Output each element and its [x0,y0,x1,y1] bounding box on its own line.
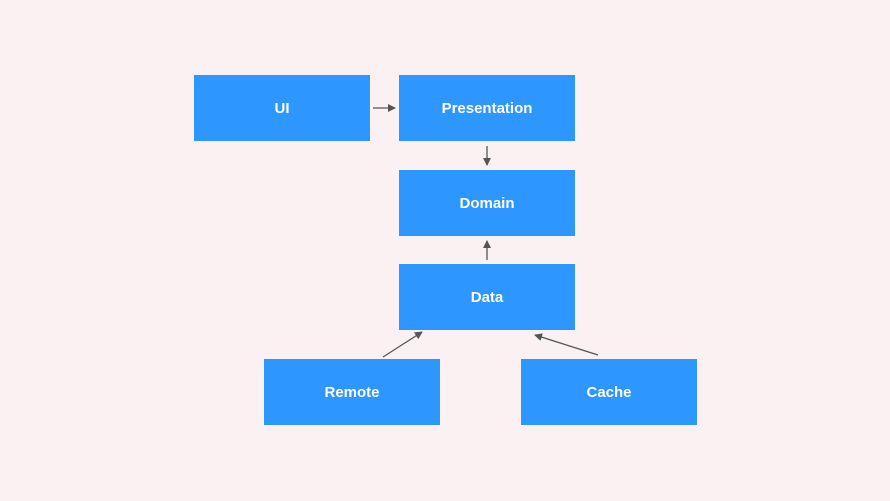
node-ui: UI [194,75,370,141]
node-data: Data [399,264,575,330]
node-domain: Domain [399,170,575,236]
edge-remote-to-data [382,331,423,358]
node-presentation-label: Presentation [441,99,533,117]
node-cache-label: Cache [586,383,632,401]
node-remote: Remote [264,359,440,425]
node-ui-label: UI [274,99,290,117]
node-domain-label: Domain [459,194,515,212]
node-data-label: Data [470,288,504,306]
node-cache: Cache [521,359,697,425]
node-remote-label: Remote [324,383,380,401]
edge-cache-to-data [534,333,599,356]
node-presentation: Presentation [399,75,575,141]
